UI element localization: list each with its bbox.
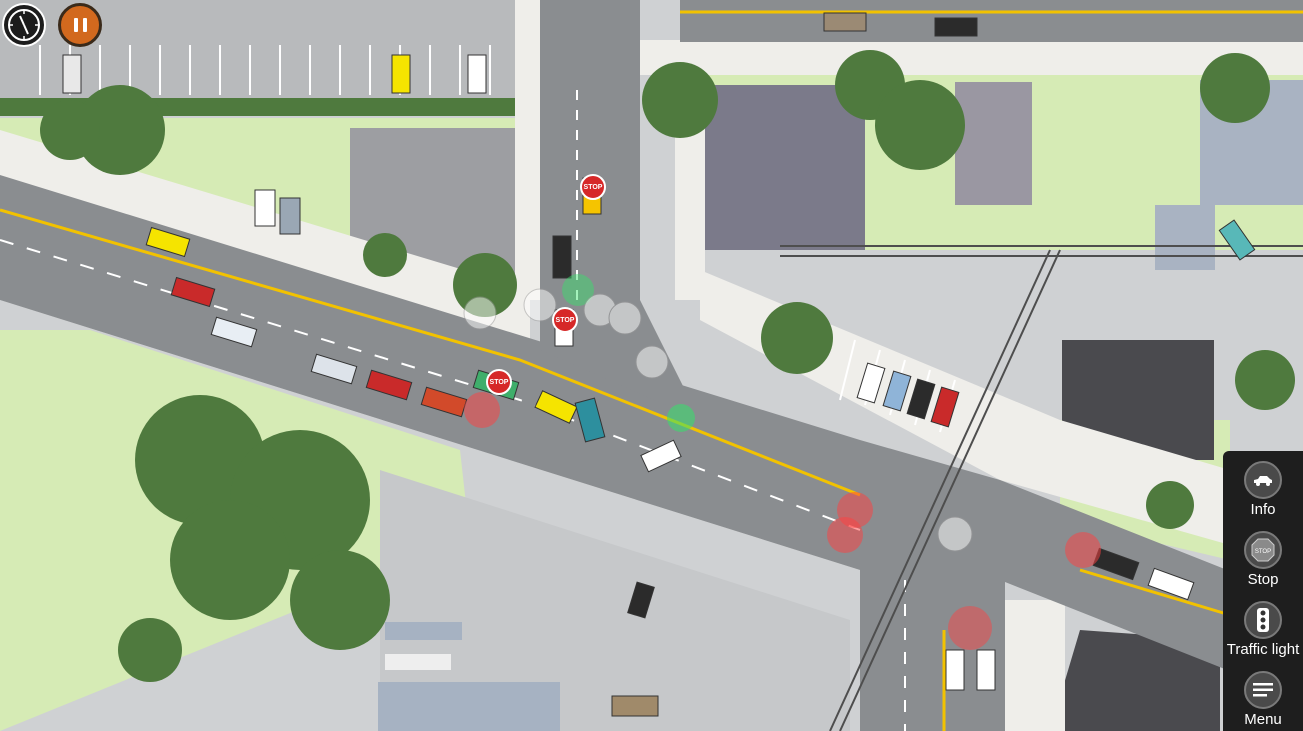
info-tool-button[interactable]: Info	[1223, 451, 1303, 521]
menu-label: Menu	[1244, 711, 1282, 728]
svg-text:STOP: STOP	[1255, 549, 1271, 555]
menu-button[interactable]: Menu	[1223, 661, 1303, 731]
stop-sign-icon: STOP	[1244, 531, 1282, 569]
stop-sign[interactable]: STOP	[486, 369, 512, 395]
tool-panel: Info STOP Stop Traffic light Menu	[1223, 451, 1303, 731]
info-label: Info	[1250, 501, 1276, 518]
pause-button[interactable]	[58, 3, 102, 47]
traffic-light-label: Traffic light	[1226, 641, 1300, 658]
clock-icon	[8, 9, 40, 41]
pause-icon	[73, 18, 87, 32]
traffic-light-icon	[1244, 601, 1282, 639]
stop-tool-button[interactable]: STOP Stop	[1223, 521, 1303, 591]
stop-sign[interactable]: STOP	[580, 174, 606, 200]
menu-icon	[1244, 671, 1282, 709]
traffic-light-tool-button[interactable]: Traffic light	[1223, 591, 1303, 661]
clock-button[interactable]	[2, 3, 46, 47]
stop-sign[interactable]: STOP	[552, 307, 578, 333]
stop-label: Stop	[1247, 571, 1279, 588]
car-icon	[1244, 461, 1282, 499]
